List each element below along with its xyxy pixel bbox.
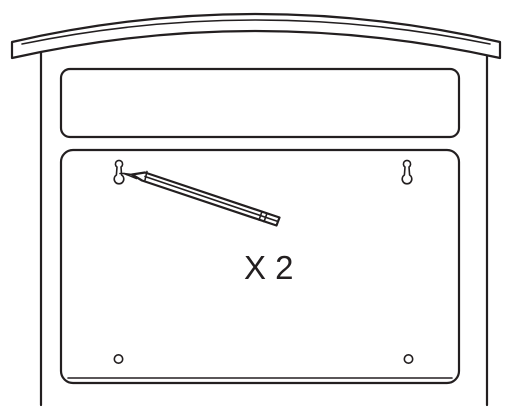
- screw-hole-right-icon: [403, 353, 414, 364]
- screw-hole-left-icon: [113, 353, 124, 364]
- mailbox-roof: [10, 12, 502, 60]
- keyhole-slot-left-icon: [113, 159, 125, 185]
- mailbox-body-outline: [39, 50, 489, 407]
- back-plate: [59, 148, 461, 385]
- keyhole-slot-right-icon: [401, 159, 413, 185]
- quantity-label: X 2: [244, 249, 294, 286]
- pencil-icon: [119, 170, 281, 227]
- upper-panel: [59, 67, 461, 139]
